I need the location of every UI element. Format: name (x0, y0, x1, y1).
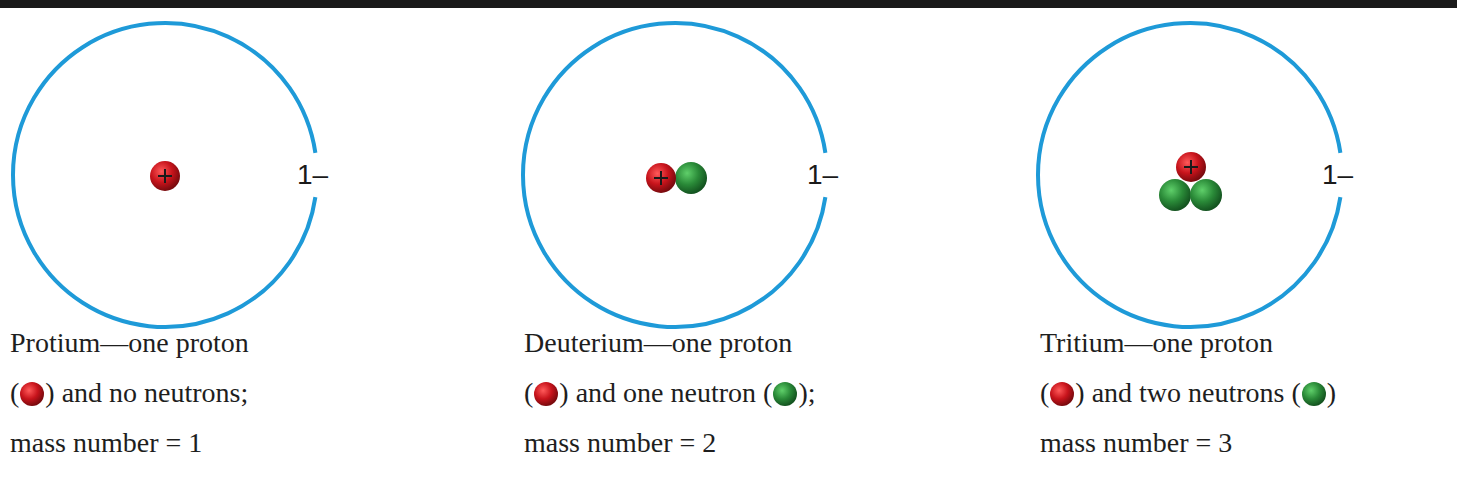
proton (150, 161, 180, 191)
isotope-caption: Deuterium—one proton ( ) and one neutron (… (524, 318, 815, 468)
proton-symbol (1049, 381, 1075, 407)
caption-line: ( ) and one neutron (); (524, 368, 815, 418)
proton (1176, 152, 1206, 182)
orbit-arc (523, 23, 825, 327)
proton-symbol (533, 381, 559, 407)
electron-charge: 1– (1322, 159, 1353, 191)
caption-text: mass number = 2 (524, 427, 716, 458)
electron-charge: 1– (297, 159, 328, 191)
proton-symbol (19, 381, 45, 407)
caption-line: ( ) and two neutrons () (1040, 368, 1336, 418)
neutron (1159, 179, 1222, 211)
caption-text: ); (798, 377, 815, 408)
isotope-caption: Tritium—one proton ( ) and two neutrons ()… (1040, 318, 1336, 468)
neutron (675, 162, 707, 194)
caption-line: Protium—one proton (10, 318, 249, 368)
orbit-arc (1038, 23, 1340, 327)
orbit-circle (1038, 23, 1342, 327)
caption-text: Protium—one proton (10, 327, 249, 358)
caption-text: Tritium—one proton (1040, 327, 1273, 358)
caption-text: ) and no neutrons; (45, 377, 248, 408)
electron-orbit: 1– (1038, 23, 1342, 327)
caption-text: ) and one neutron ( (559, 377, 772, 408)
caption-text: ( (524, 377, 533, 408)
caption-text: ( (1040, 377, 1049, 408)
electron-orbit: 1– (13, 23, 317, 327)
caption-text: mass number = 1 (10, 427, 202, 458)
caption-line: ( ) and no neutrons; (10, 368, 249, 418)
caption-text: mass number = 3 (1040, 427, 1232, 458)
orbit-circle (13, 23, 317, 327)
top-bar (0, 0, 1457, 8)
caption-text: ) and two neutrons ( (1075, 377, 1301, 408)
orbit-circle (523, 23, 827, 327)
caption-line: Tritium—one proton (1040, 318, 1336, 368)
caption-line: mass number = 1 (10, 418, 249, 468)
neutron-symbol (772, 381, 798, 407)
orbit-arc (13, 23, 315, 327)
caption-text: ) (1327, 377, 1336, 408)
caption-text: ( (10, 377, 19, 408)
isotope-caption: Protium—one proton ( ) and no neutrons; mas… (10, 318, 249, 468)
electron-orbit: 1– (523, 23, 827, 327)
neutron-symbol (1301, 381, 1327, 407)
electron-charge: 1– (807, 159, 838, 191)
caption-line: mass number = 2 (524, 418, 815, 468)
proton (646, 163, 676, 193)
caption-line: Deuterium—one proton (524, 318, 815, 368)
caption-text: Deuterium—one proton (524, 327, 792, 358)
caption-line: mass number = 3 (1040, 418, 1336, 468)
